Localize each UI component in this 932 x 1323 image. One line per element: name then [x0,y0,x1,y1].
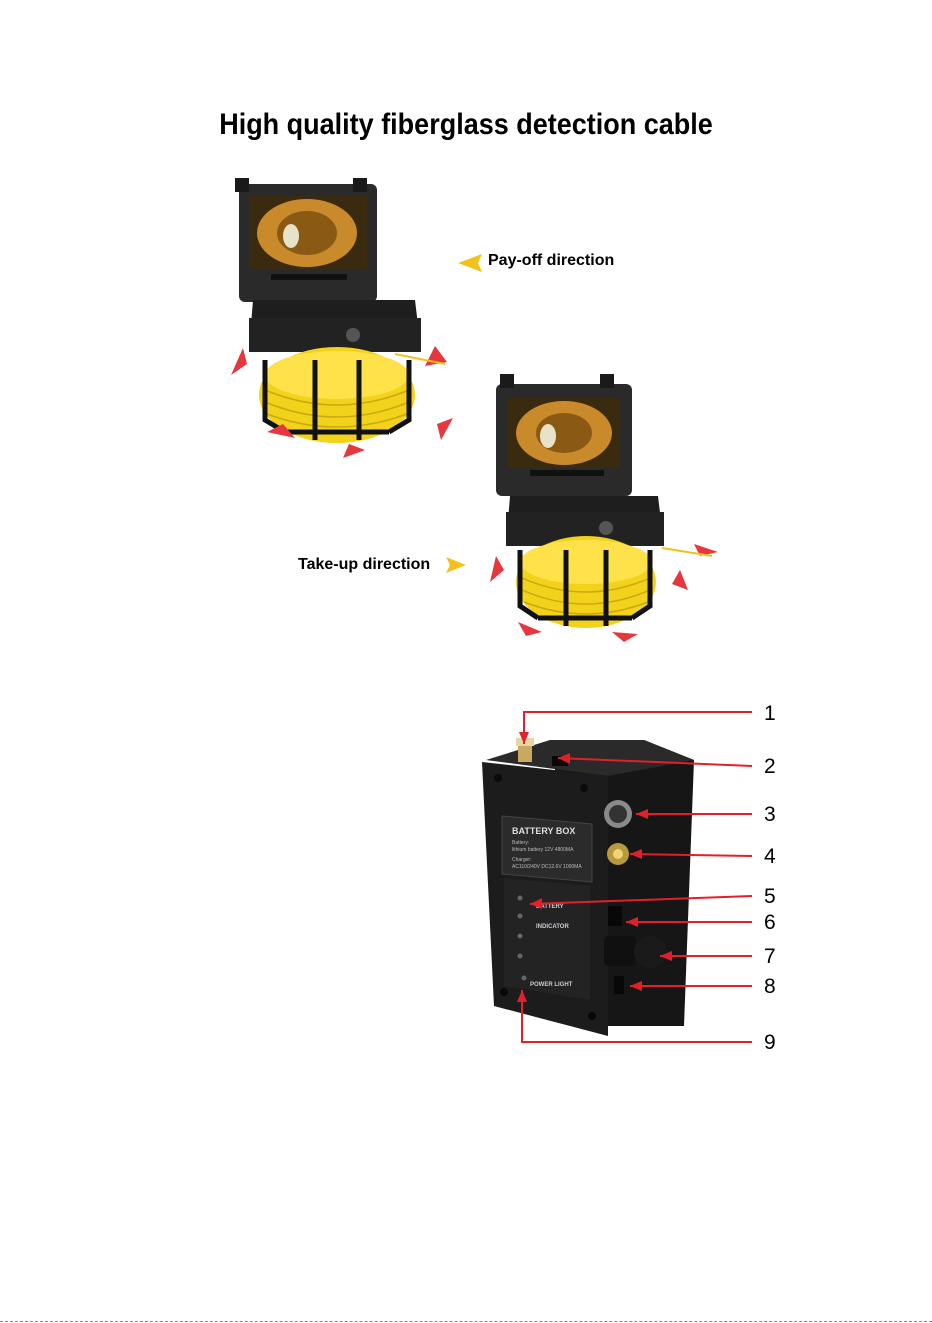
reel-takeup-image [482,370,722,650]
callout-2: 2 [764,755,776,779]
callout-5: 5 [764,885,776,909]
callout-4: 4 [764,845,776,869]
callout-8: 8 [764,975,776,999]
callout-6: 6 [764,911,776,935]
payoff-label: Pay-off direction [488,252,614,270]
callout-1: 1 [764,702,776,726]
takeup-label: Take-up direction [298,556,430,574]
callout-3: 3 [764,803,776,827]
callout-7: 7 [764,945,776,969]
takeup-pointer-icon [446,557,466,573]
reel-payoff-image [225,170,465,460]
page-title: High quality fiberglass detection cable [47,108,886,142]
page-bottom-rule [0,1321,932,1322]
callout-9: 9 [764,1031,776,1055]
callout-lines [450,700,770,1050]
payoff-pointer-icon [458,254,482,272]
